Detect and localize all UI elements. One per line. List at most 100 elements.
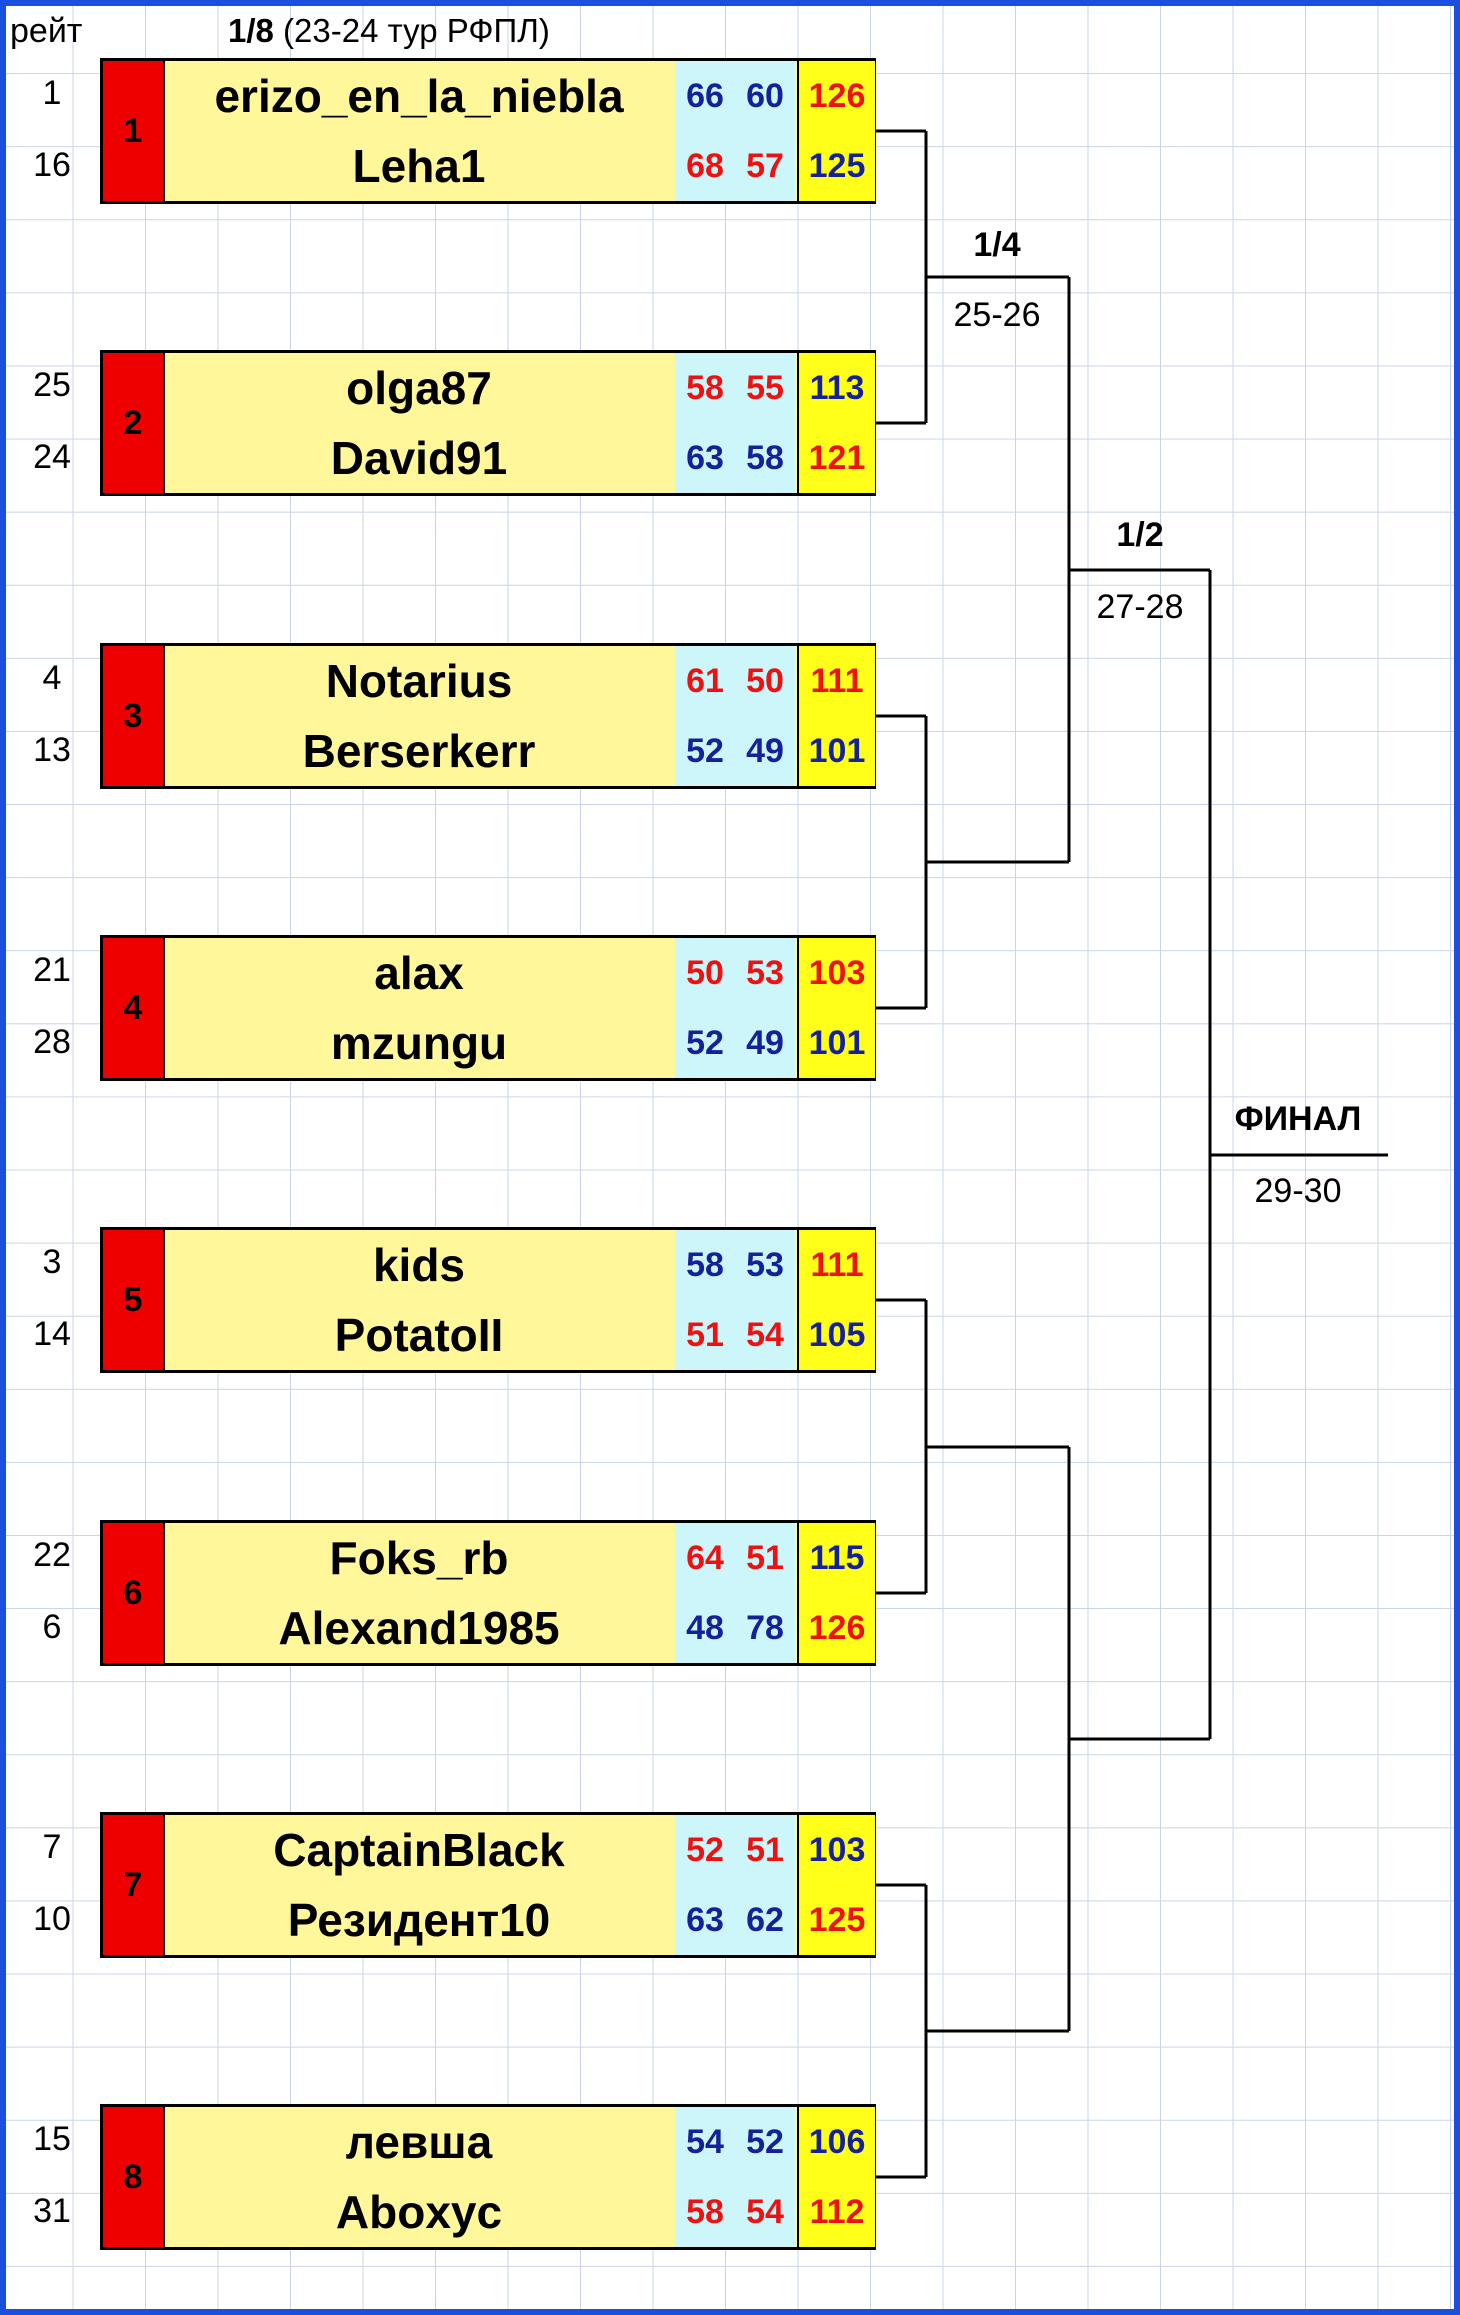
seed-rank: 25 (33, 366, 71, 404)
round-score: 58 (675, 2177, 735, 2247)
total-score: 115 (797, 1523, 875, 1593)
round-score: 66 (675, 61, 735, 131)
round-score: 55 (735, 353, 795, 423)
seed-rank: 24 (33, 438, 71, 476)
player-name: Alexand1985 (278, 1602, 560, 1654)
match-number: 6 (103, 1523, 165, 1663)
total-score: 103 (797, 1815, 875, 1885)
player-name: olga87 (346, 362, 492, 414)
total-score: 103 (797, 938, 875, 1008)
total-score: 125 (797, 1885, 875, 1955)
seed-rank: 13 (33, 731, 71, 769)
player-name: kids (372, 1239, 466, 1291)
total-score: 101 (797, 716, 875, 786)
round-score: 63 (675, 1885, 735, 1955)
match-number: 7 (103, 1815, 165, 1955)
seed-rank: 16 (33, 146, 71, 184)
round-score: 60 (735, 61, 795, 131)
round-score: 50 (735, 646, 795, 716)
player-name: David91 (330, 432, 508, 484)
total-score: 113 (797, 353, 875, 423)
match-number: 2 (103, 353, 165, 493)
player-name: Foks_rb (329, 1532, 509, 1584)
seed-rank: 31 (33, 2192, 71, 2230)
player-name: CaptainBlack (273, 1824, 565, 1876)
round-score: 51 (735, 1523, 795, 1593)
total-score: 126 (797, 1593, 875, 1663)
seed-rank: 6 (42, 1608, 62, 1646)
seed-rank: 4 (42, 659, 62, 697)
round-score: 53 (735, 1230, 795, 1300)
total-score: 105 (797, 1300, 875, 1370)
total-score: 125 (797, 131, 875, 201)
round-score: 52 (675, 716, 735, 786)
round-score: 48 (675, 1593, 735, 1663)
seed-rank: 21 (33, 951, 71, 989)
round-score: 61 (675, 646, 735, 716)
round-score: 62 (735, 1885, 795, 1955)
seed-rank: 7 (42, 1828, 62, 1866)
player-name: mzungu (330, 1017, 508, 1069)
semifinal-label: 1/2 (1116, 516, 1164, 554)
total-score: 106 (797, 2107, 875, 2177)
round-score: 58 (675, 1230, 735, 1300)
player-name: левша (345, 2116, 493, 2168)
round-score: 49 (735, 716, 795, 786)
player-name: alax (374, 947, 464, 999)
quarterfinal-label: 1/4 (973, 226, 1021, 264)
seed-rank: 28 (33, 1023, 71, 1061)
round-score: 54 (735, 1300, 795, 1370)
player-name: erizo_en_la_niebla (214, 70, 624, 122)
round-score: 52 (675, 1815, 735, 1885)
match-number: 8 (103, 2107, 165, 2247)
player-name: Aboxyc (335, 2186, 503, 2238)
match-number: 4 (103, 938, 165, 1078)
player-name: Резидент10 (287, 1894, 551, 1946)
round-score: 53 (735, 938, 795, 1008)
bracket-lines (876, 129, 1388, 2179)
match-number: 3 (103, 646, 165, 786)
total-score: 101 (797, 1008, 875, 1078)
round-label: 1/8 (228, 12, 274, 49)
round-score: 52 (735, 2107, 795, 2177)
round-score: 63 (675, 423, 735, 493)
round-note: (23-24 тур РФПЛ) (283, 12, 550, 49)
match-number: 5 (103, 1230, 165, 1370)
round-score: 58 (735, 423, 795, 493)
round-score: 49 (735, 1008, 795, 1078)
round-of-16-title: 1/8 (23-24 тур РФПЛ) (228, 12, 550, 50)
total-score: 111 (797, 1230, 875, 1300)
total-score: 121 (797, 423, 875, 493)
seed-rank: 15 (33, 2120, 71, 2158)
final-dates: 29-30 (1254, 1172, 1342, 1210)
semifinal-dates: 27-28 (1096, 588, 1184, 626)
round-score: 58 (675, 353, 735, 423)
player-name: Leha1 (352, 140, 486, 192)
round-score: 68 (675, 131, 735, 201)
player-name: PotatoII (334, 1309, 504, 1361)
round-score: 52 (675, 1008, 735, 1078)
round-score: 51 (735, 1815, 795, 1885)
total-score: 111 (797, 646, 875, 716)
round-score: 64 (675, 1523, 735, 1593)
round-score: 78 (735, 1593, 795, 1663)
seed-rank: 10 (33, 1900, 71, 1938)
round-score: 57 (735, 131, 795, 201)
rank-column-header: рейт (10, 12, 83, 50)
player-name: Berserkerr (302, 725, 536, 777)
player-name: Notarius (325, 655, 513, 707)
total-score: 126 (797, 61, 875, 131)
final-label: ФИНАЛ (1234, 1100, 1362, 1138)
round-score: 54 (675, 2107, 735, 2177)
match-number: 1 (103, 61, 165, 201)
seed-rank: 3 (42, 1243, 62, 1281)
seed-rank: 14 (33, 1315, 71, 1353)
